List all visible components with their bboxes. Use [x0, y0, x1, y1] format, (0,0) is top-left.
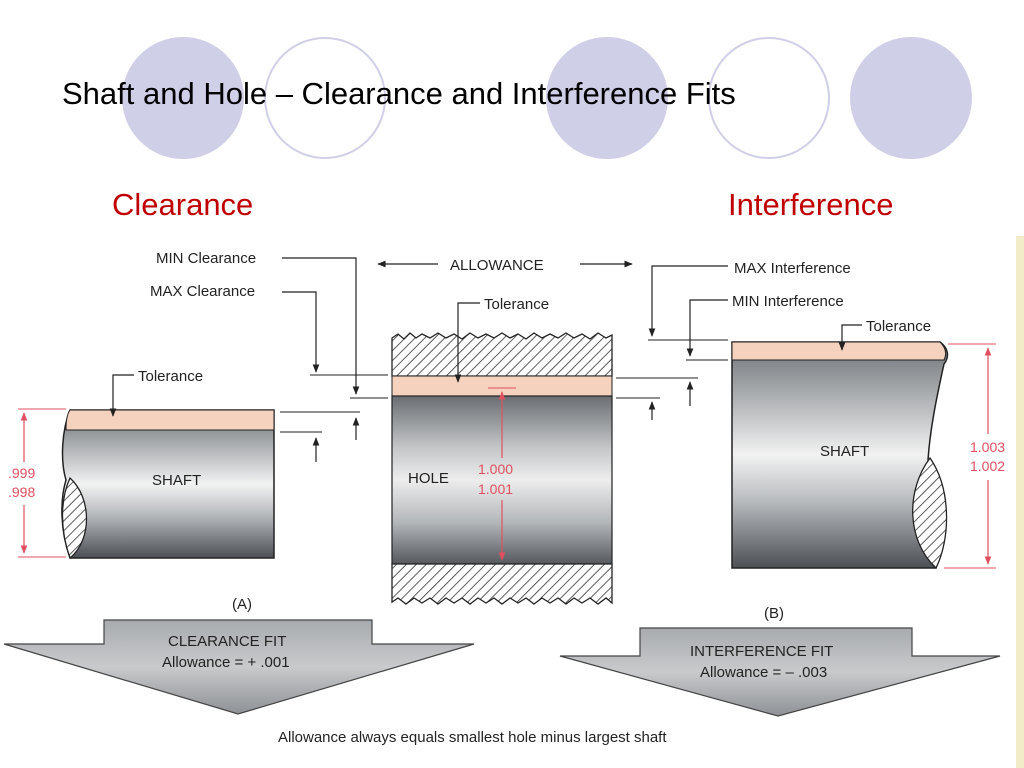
footnote: Allowance always equals smallest hole mi…	[278, 729, 667, 746]
fit-diagram: SHAFT Tolerance .999 .998 MIN Clearance …	[3, 236, 1024, 768]
tolerance-leader-b	[838, 324, 862, 351]
page-edge	[1016, 236, 1024, 768]
clearance-fit-arrow	[3, 619, 475, 715]
figure-a-label: (A)	[232, 596, 252, 613]
min-interference-label: MIN Interference	[732, 293, 844, 310]
max-interference-label: MAX Interference	[734, 260, 851, 277]
decorative-ring	[708, 37, 830, 159]
hole-min: 1.000	[478, 461, 513, 477]
max-interference-leader	[648, 265, 728, 337]
interference-shaft-label: SHAFT	[820, 443, 869, 460]
interference-shaft-max: 1.003	[970, 439, 1005, 455]
allowance-label: ALLOWANCE	[450, 257, 544, 274]
decorative-circle	[546, 37, 668, 159]
slide-title: Shaft and Hole – Clearance and Interfere…	[62, 76, 736, 111]
max-clearance-leader	[282, 291, 320, 373]
interference-fit-label: INTERFERENCE FIT	[690, 643, 833, 660]
decorative-ring	[264, 37, 386, 159]
clearance-shaft-min: .998	[8, 484, 35, 500]
interference-shaft-min: 1.002	[970, 458, 1005, 474]
clearance-heading: Clearance	[112, 187, 254, 222]
clearance-fit-label: CLEARANCE FIT	[168, 633, 286, 650]
figure-b-label: (B)	[764, 605, 784, 622]
hole-max: 1.001	[478, 481, 513, 497]
min-clearance-label: MIN Clearance	[156, 250, 256, 267]
min-interference-leader	[686, 299, 728, 357]
interference-fit-allowance: Allowance = – .003	[700, 664, 827, 681]
decorative-circle	[122, 37, 244, 159]
interference-fit-arrow	[559, 627, 1001, 717]
tolerance-leader-a	[109, 374, 134, 417]
clearance-shaft-max: .999	[8, 465, 35, 481]
clearance-fit-allowance: Allowance = + .001	[162, 654, 290, 671]
interference-heading: Interference	[728, 187, 894, 222]
interference-shaft	[731, 341, 949, 570]
tolerance-leader-hole	[454, 302, 480, 383]
max-clearance-label: MAX Clearance	[150, 283, 255, 300]
min-clearance-leader	[282, 257, 360, 395]
tolerance-label-a: Tolerance	[138, 368, 203, 385]
decorative-circle	[850, 37, 972, 159]
clearance-shaft	[61, 409, 275, 560]
tolerance-label-hole: Tolerance	[484, 296, 549, 313]
tolerance-label-b: Tolerance	[866, 318, 931, 335]
clearance-shaft-label: SHAFT	[152, 472, 201, 489]
hole-label: HOLE	[408, 470, 449, 487]
